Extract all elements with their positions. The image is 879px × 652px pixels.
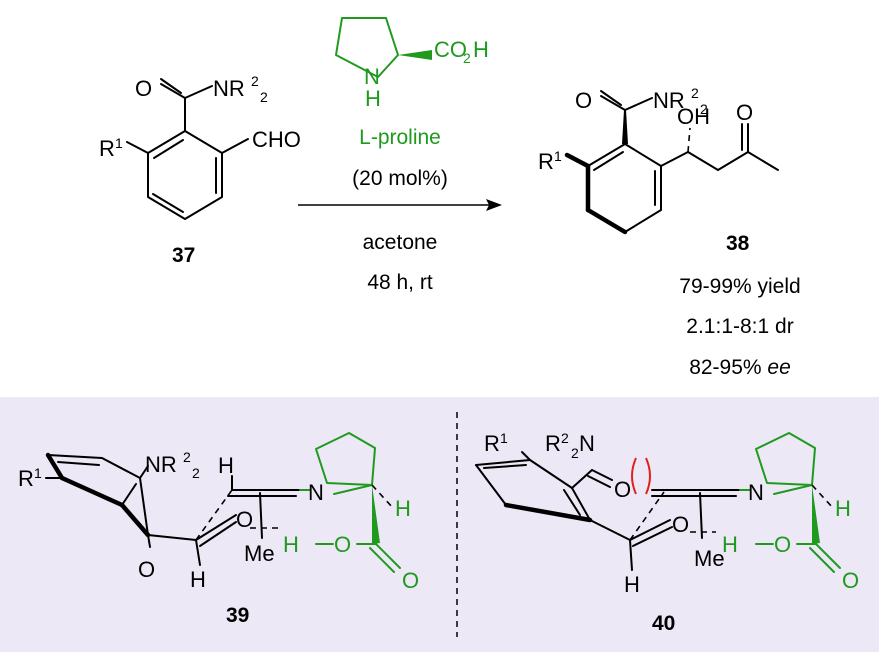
reactant-amide-sup: 2 — [251, 73, 259, 89]
product-r-sup: 1 — [554, 148, 562, 164]
product-38: O NR 2 2 R 1 OH O 38 — [538, 85, 779, 255]
ts40-r-group: R — [484, 431, 500, 456]
ts40-h-aldehyde: H — [624, 572, 640, 597]
ts40-o-acceptor: O — [672, 512, 689, 537]
catalyst-loading: (20 mol%) — [352, 167, 448, 190]
reactant-amide-o: O — [135, 76, 152, 101]
ts39-n: N — [308, 480, 324, 505]
catalyst-co2h: CO — [434, 37, 467, 62]
ts39-me: Me — [244, 541, 275, 566]
ts-40: R 1 R 2 N 2 O N H O H Me H O O 40 — [475, 430, 859, 635]
ts40-amide-sup: 2 — [561, 430, 569, 446]
reaction-arrow — [298, 199, 502, 211]
product-compound-number: 38 — [726, 232, 750, 255]
product-amide-sub: 2 — [700, 101, 708, 117]
transition-state-panel — [0, 397, 879, 652]
product-yield: 79-99% yield — [679, 275, 800, 298]
product-ee: 82-95% ee — [689, 356, 791, 379]
catalyst-nh-n: N — [364, 64, 380, 89]
ts40-o-acid: O — [774, 532, 791, 557]
ts39-h-top: H — [218, 453, 234, 478]
ts40-o-amide: O — [614, 477, 631, 502]
ts40-amide-r: R — [545, 431, 561, 456]
reactant-compound-number: 37 — [172, 244, 195, 267]
product-dr: 2.1:1-8:1 dr — [686, 315, 793, 338]
ts39-o-acid-dbl: O — [402, 568, 419, 593]
catalyst-name: L-proline — [359, 126, 441, 149]
product-oh: OH — [677, 104, 710, 129]
ts39-amide-sup: 2 — [183, 449, 191, 465]
ts39-o-carbonyl: O — [138, 557, 155, 582]
ts39-amide-nr: NR — [145, 452, 177, 477]
ts39-o-acceptor: O — [236, 507, 253, 532]
ts39-h-donor: H — [283, 532, 299, 557]
catalyst-proline: CO 2 H N H — [335, 17, 489, 111]
ts39-o-acid: O — [334, 532, 351, 557]
reactant-aldehyde: CHO — [252, 127, 301, 152]
ts39-h-stereo: H — [395, 496, 411, 521]
reactant-amide-nr: NR — [213, 76, 245, 101]
ts39-compound-number: 39 — [226, 604, 249, 627]
catalyst-co2h-sub: 2 — [463, 50, 471, 66]
reactant-r-sup: 1 — [115, 135, 123, 151]
reactant-amide-sub: 2 — [260, 89, 268, 105]
ts40-h-donor: H — [722, 532, 738, 557]
ts39-amide-sub: 2 — [192, 465, 200, 481]
product-amide-sup: 2 — [691, 85, 699, 101]
ts39-r-sup: 1 — [34, 465, 42, 481]
ts40-h-stereo: H — [835, 496, 851, 521]
ts40-o-acid-dbl: O — [842, 568, 859, 593]
product-r-group: R — [538, 149, 554, 174]
reaction-conditions: 48 h, rt — [367, 271, 433, 294]
ts40-r-sup: 1 — [500, 430, 508, 446]
ts40-amide-sub: 2 — [571, 445, 579, 461]
ts-39: R 1 NR 2 2 H N H O O H Me H O O 39 — [18, 432, 419, 627]
ts40-amide-n: N — [579, 431, 595, 456]
reactant-37: O NR 2 2 R 1 CHO 37 — [99, 73, 301, 267]
product-amide-o: O — [575, 88, 592, 113]
ts40-n: N — [748, 480, 764, 505]
ts39-r-group: R — [18, 466, 34, 491]
reactant-r-group: R — [99, 136, 115, 161]
catalyst-nh-h: H — [365, 86, 381, 111]
ts40-compound-number: 40 — [652, 612, 675, 635]
product-amide-nr: NR — [653, 88, 685, 113]
catalyst-co2h-tail: H — [473, 37, 489, 62]
reaction-solvent: acetone — [363, 231, 438, 254]
ts40-me: Me — [694, 546, 725, 571]
ts39-h-aldehyde: H — [190, 567, 206, 592]
product-ketone-o: O — [736, 100, 753, 125]
